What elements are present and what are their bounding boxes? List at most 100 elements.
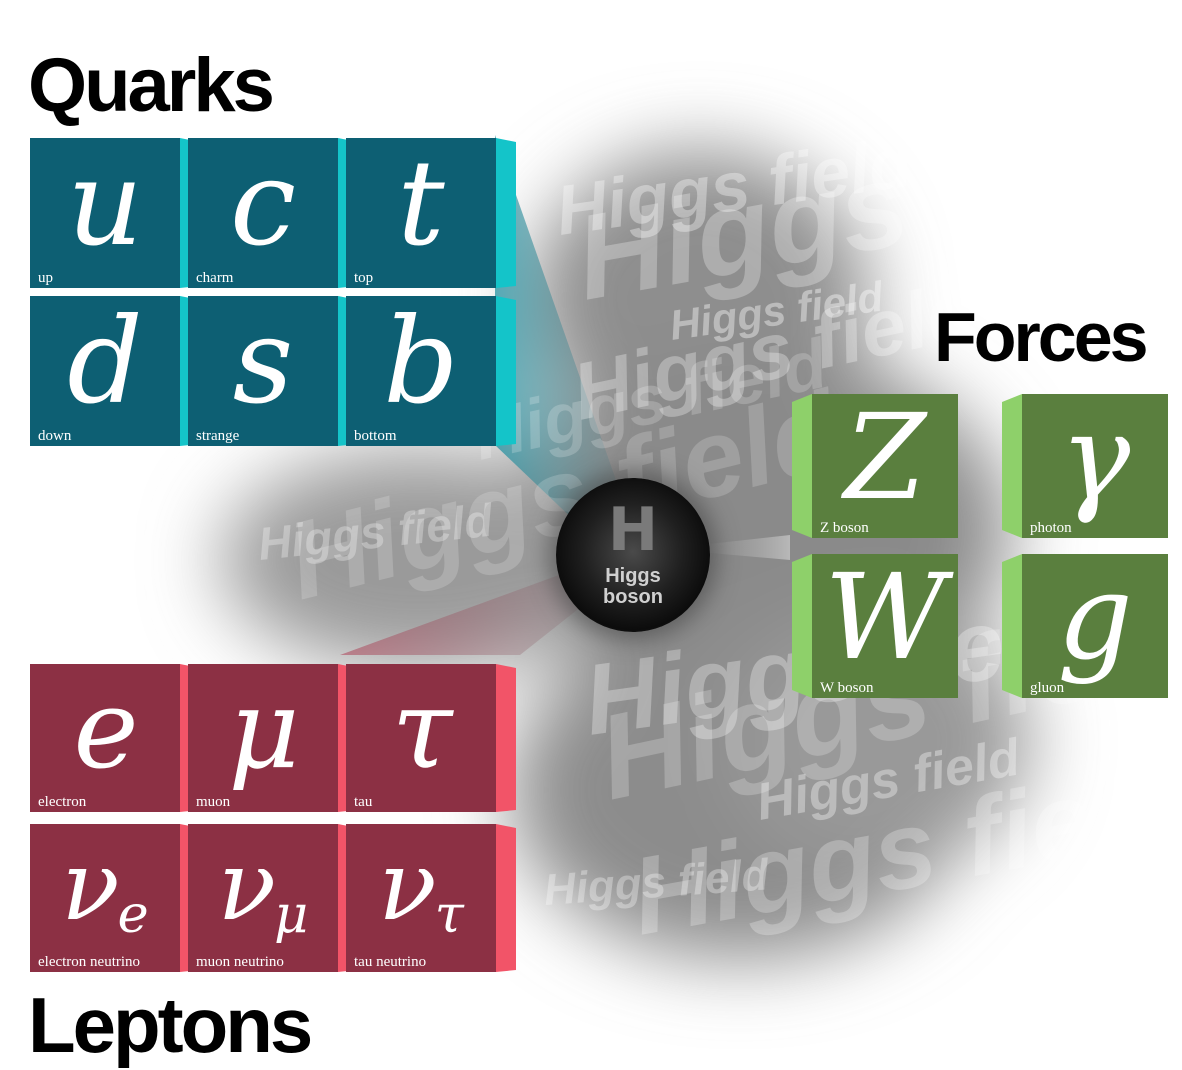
quark-face [30, 138, 180, 288]
lepton-symbol: νe [30, 838, 180, 942]
quark-face [188, 296, 338, 446]
quark-name: strange [196, 428, 240, 444]
lepton-symbol-main: ν [61, 830, 120, 942]
lepton-symbol-main: μ [228, 665, 300, 793]
lepton-symbol-subscript: e [117, 884, 149, 946]
forces-title: Forces [934, 298, 1149, 376]
quark-name: down [38, 428, 72, 444]
lepton-symbol: τ [346, 674, 496, 793]
force-cell: W W boson [792, 554, 980, 702]
lepton-cell: νμ muon neutrino [188, 824, 360, 976]
quark-symbol-main: d [67, 292, 143, 430]
force-symbol-main: g [1057, 548, 1133, 686]
lepton-symbol-subscript: μ [274, 884, 309, 946]
force-name: gluon [1030, 680, 1065, 696]
force-cell: g gluon [1002, 554, 1182, 702]
force-cube-side [1002, 554, 1022, 698]
quark-name: up [38, 270, 53, 286]
quark-name: top [354, 270, 374, 286]
force-cell: Z Z boson [792, 394, 980, 542]
lepton-beam [340, 560, 615, 655]
quark-face [346, 138, 496, 288]
force-name: W boson [820, 680, 874, 696]
quark-cell: b bottom [346, 296, 518, 450]
lepton-face [188, 664, 338, 812]
lepton-name: electron [38, 794, 87, 810]
force-face [1022, 554, 1168, 698]
force-cube-side [792, 554, 812, 698]
quarks-title: Quarks [28, 43, 275, 128]
force-cube-side [1002, 394, 1022, 538]
quark-cell: u up [30, 138, 202, 292]
force-cell: γ photon [1002, 394, 1182, 542]
quark-symbol-main: t [397, 134, 445, 272]
lepton-name: tau neutrino [354, 954, 427, 970]
lepton-name: electron neutrino [38, 954, 141, 970]
lepton-face [346, 824, 496, 972]
quark-name: charm [196, 270, 234, 286]
quark-cell: d down [30, 296, 202, 450]
lepton-face [30, 824, 180, 972]
force-symbol-main: Z [844, 388, 926, 526]
lepton-symbol: νμ [188, 838, 338, 942]
quark-face [30, 296, 180, 446]
quark-symbol: b [346, 302, 496, 420]
force-cube-side [792, 394, 812, 538]
quark-symbol-main: c [229, 134, 297, 272]
force-symbol: Z [812, 398, 958, 516]
force-symbol-main: γ [1059, 388, 1131, 526]
quark-beam [495, 135, 630, 545]
force-symbol: W [812, 558, 958, 676]
quark-cell: c charm [188, 138, 360, 292]
lepton-symbol-main: τ [391, 665, 453, 793]
higgs-symbol: H [607, 495, 659, 565]
force-beam [700, 535, 790, 560]
quark-symbol: s [188, 302, 338, 420]
force-symbol-main: W [824, 548, 946, 686]
lepton-cell: ντ tau neutrino [346, 824, 518, 976]
lepton-symbol-subscript: τ [434, 884, 464, 946]
force-symbol: γ [1022, 398, 1168, 516]
lepton-symbol-main: ν [378, 830, 437, 942]
quark-symbol: u [30, 144, 180, 262]
lepton-symbol: μ [188, 674, 338, 793]
lepton-symbol-main: e [73, 665, 139, 793]
lepton-face [346, 664, 496, 812]
quark-cell: s strange [188, 296, 360, 450]
higgs-label: Higgs boson [603, 565, 663, 608]
quark-name: bottom [354, 428, 397, 444]
leptons-title: Leptons [28, 981, 313, 1069]
lepton-symbol-main: ν [217, 830, 277, 942]
quark-symbol-main: u [67, 134, 143, 272]
force-name: Z boson [820, 520, 869, 536]
lepton-face [30, 664, 180, 812]
lepton-symbol: e [30, 674, 180, 793]
quark-cell: t top [346, 138, 518, 292]
lepton-face [188, 824, 338, 972]
lepton-name: muon neutrino [196, 954, 284, 970]
lepton-cube-side [496, 664, 516, 812]
quark-symbol-main: b [383, 292, 459, 430]
higgs-boson: H Higgs boson [556, 478, 710, 632]
quark-symbol: d [30, 302, 180, 420]
quark-face [346, 296, 496, 446]
force-face [812, 554, 958, 698]
force-face [1022, 394, 1168, 538]
force-symbol: g [1022, 558, 1168, 676]
quark-symbol: t [346, 144, 496, 262]
lepton-cube-side [496, 824, 516, 972]
lepton-name: muon [196, 794, 231, 810]
force-face [812, 394, 958, 538]
force-name: photon [1030, 520, 1072, 536]
quark-symbol: c [188, 144, 338, 262]
lepton-name: tau [354, 794, 373, 810]
quark-symbol-main: s [232, 292, 294, 430]
lepton-symbol: ντ [346, 838, 496, 942]
lepton-cell: νe electron neutrino [30, 824, 202, 976]
quark-cube-side [496, 138, 516, 288]
